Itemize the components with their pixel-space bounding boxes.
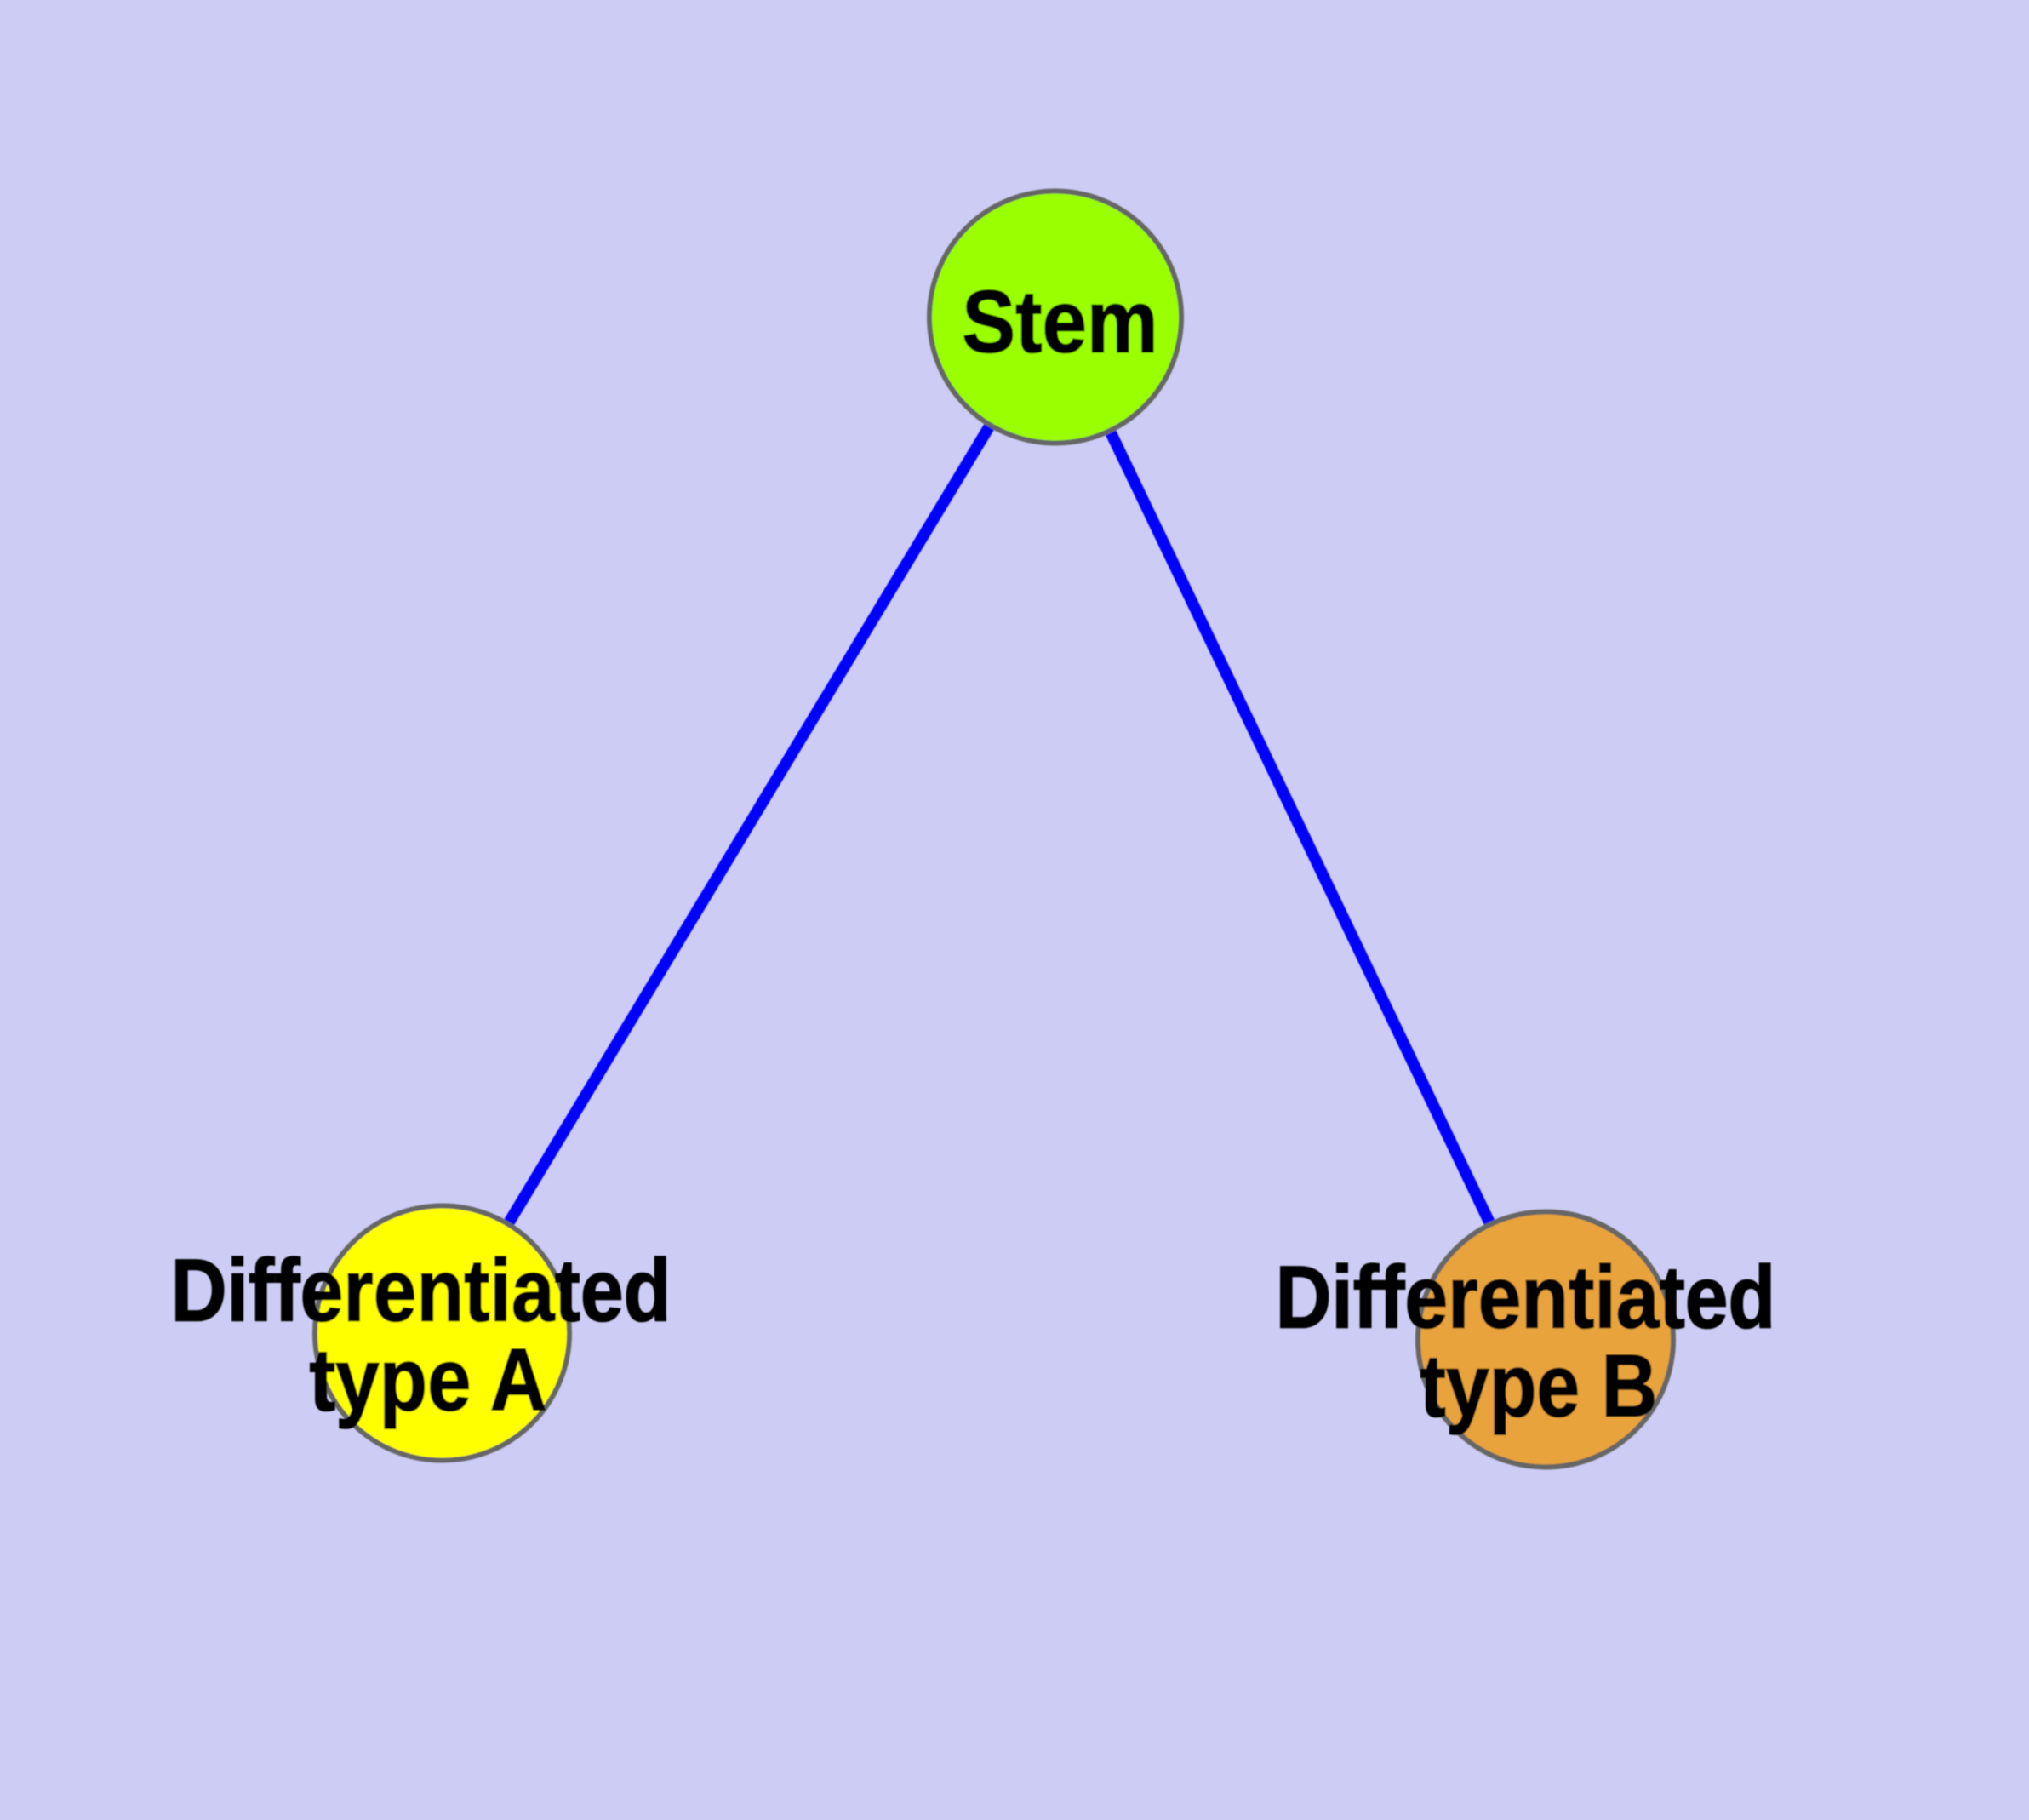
svg-text:Differentiated: Differentiated — [171, 1241, 672, 1340]
svg-text:type B: type B — [1420, 1337, 1658, 1436]
svg-text:Differentiated: Differentiated — [1276, 1249, 1776, 1348]
svg-text:type A: type A — [310, 1331, 547, 1430]
svg-text:Stem: Stem — [962, 273, 1158, 372]
